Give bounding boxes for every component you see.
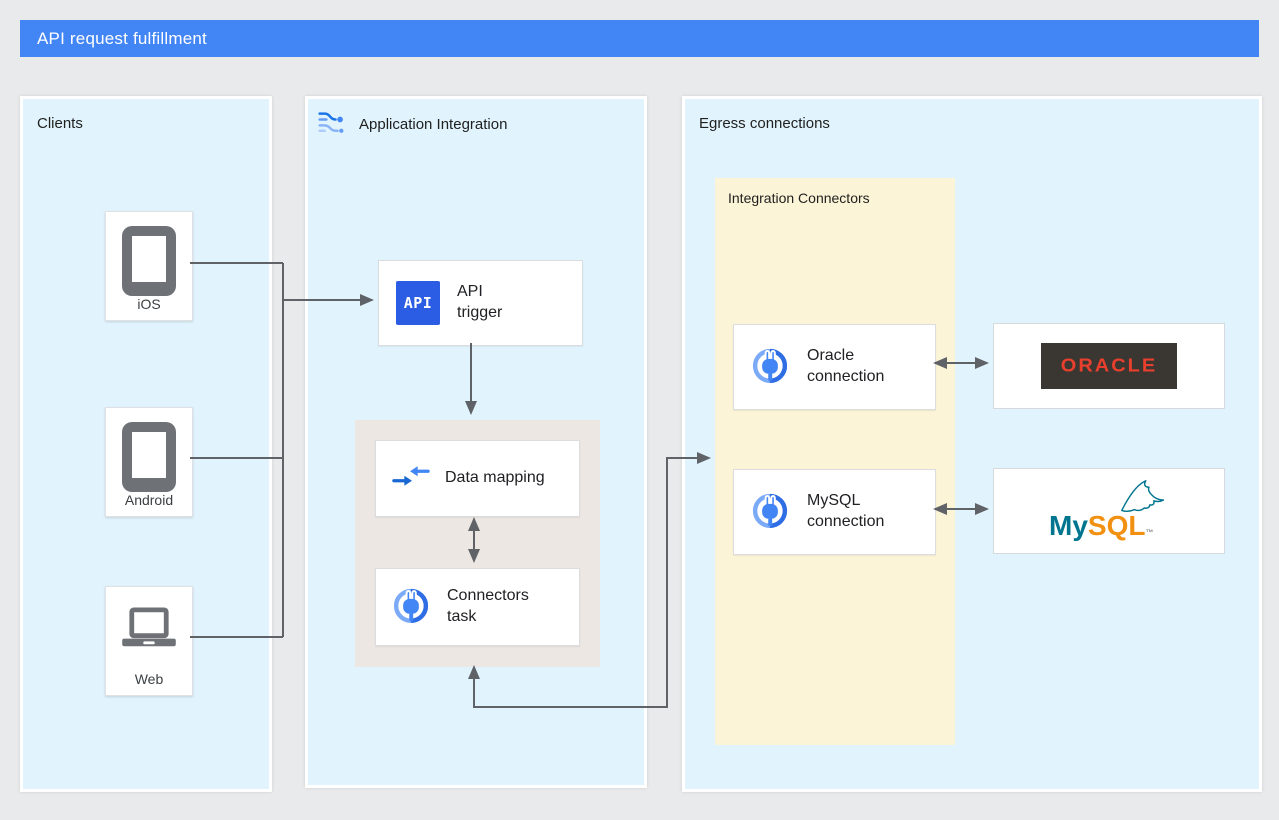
client-card-web: Web <box>105 586 193 696</box>
node-label: MySQL connection <box>807 492 885 530</box>
mysql-trademark: ™ <box>1145 528 1154 537</box>
oracle-wordmark: ORACLE <box>1060 355 1158 376</box>
integration-connectors-zone-title: Integration Connectors <box>728 190 870 206</box>
mysql-wordmark-sql: SQL <box>1087 510 1146 541</box>
integration-connectors-zone: Integration Connectors Oracle connection <box>715 178 955 745</box>
node-label: Oracle connection <box>807 347 885 385</box>
node-connectors-task: Connectors task <box>375 568 580 646</box>
panel-application-integration-title: Application Integration <box>359 116 508 133</box>
page-title: API request fulfillment <box>37 28 207 48</box>
client-card-ios: iOS <box>105 211 193 321</box>
mysql-wordmark: MySQL™ <box>1049 510 1153 542</box>
integration-connectors-icon <box>390 584 432 631</box>
laptop-icon <box>106 607 192 651</box>
oracle-logo: ORACLE <box>1041 343 1177 389</box>
mysql-wordmark-my: My <box>1049 510 1088 541</box>
mysql-logo: MySQL™ <box>1043 474 1175 548</box>
client-card-label: Android <box>124 492 174 508</box>
client-card-label: Web <box>134 671 164 687</box>
node-oracle-connection: Oracle connection <box>733 324 936 410</box>
panel-clients: Clients iOS Android Web <box>20 96 272 792</box>
api-trigger-icon: API <box>396 281 440 325</box>
node-mysql-connection: MySQL connection <box>733 469 936 555</box>
client-card-label: iOS <box>137 296 161 312</box>
node-data-mapping: Data mapping <box>375 440 580 517</box>
process-group: Data mapping Connectors task <box>355 420 600 667</box>
integration-connectors-icon <box>749 344 791 391</box>
node-label: Connectors task <box>447 587 529 625</box>
panel-egress-connections: Egress connections Integration Connector… <box>682 96 1262 792</box>
smartphone-icon <box>106 226 192 296</box>
panel-clients-title: Clients <box>37 115 83 132</box>
application-integration-icon <box>318 107 348 142</box>
data-mapping-icon <box>392 463 430 494</box>
integration-connectors-icon <box>749 489 791 536</box>
node-api-trigger: API API trigger <box>378 260 583 346</box>
panel-application-integration: Application Integration API API trigger … <box>305 96 647 788</box>
smartphone-icon <box>106 422 192 492</box>
header-bar: API request fulfillment <box>20 20 1259 57</box>
client-card-android: Android <box>105 407 193 517</box>
card-mysql-logo: MySQL™ <box>993 468 1225 554</box>
card-oracle-logo: ORACLE <box>993 323 1225 409</box>
node-label: Data mapping <box>445 469 545 487</box>
panel-egress-title: Egress connections <box>699 115 830 132</box>
node-label: API trigger <box>457 283 503 321</box>
mysql-dolphin-icon <box>1117 476 1165 521</box>
